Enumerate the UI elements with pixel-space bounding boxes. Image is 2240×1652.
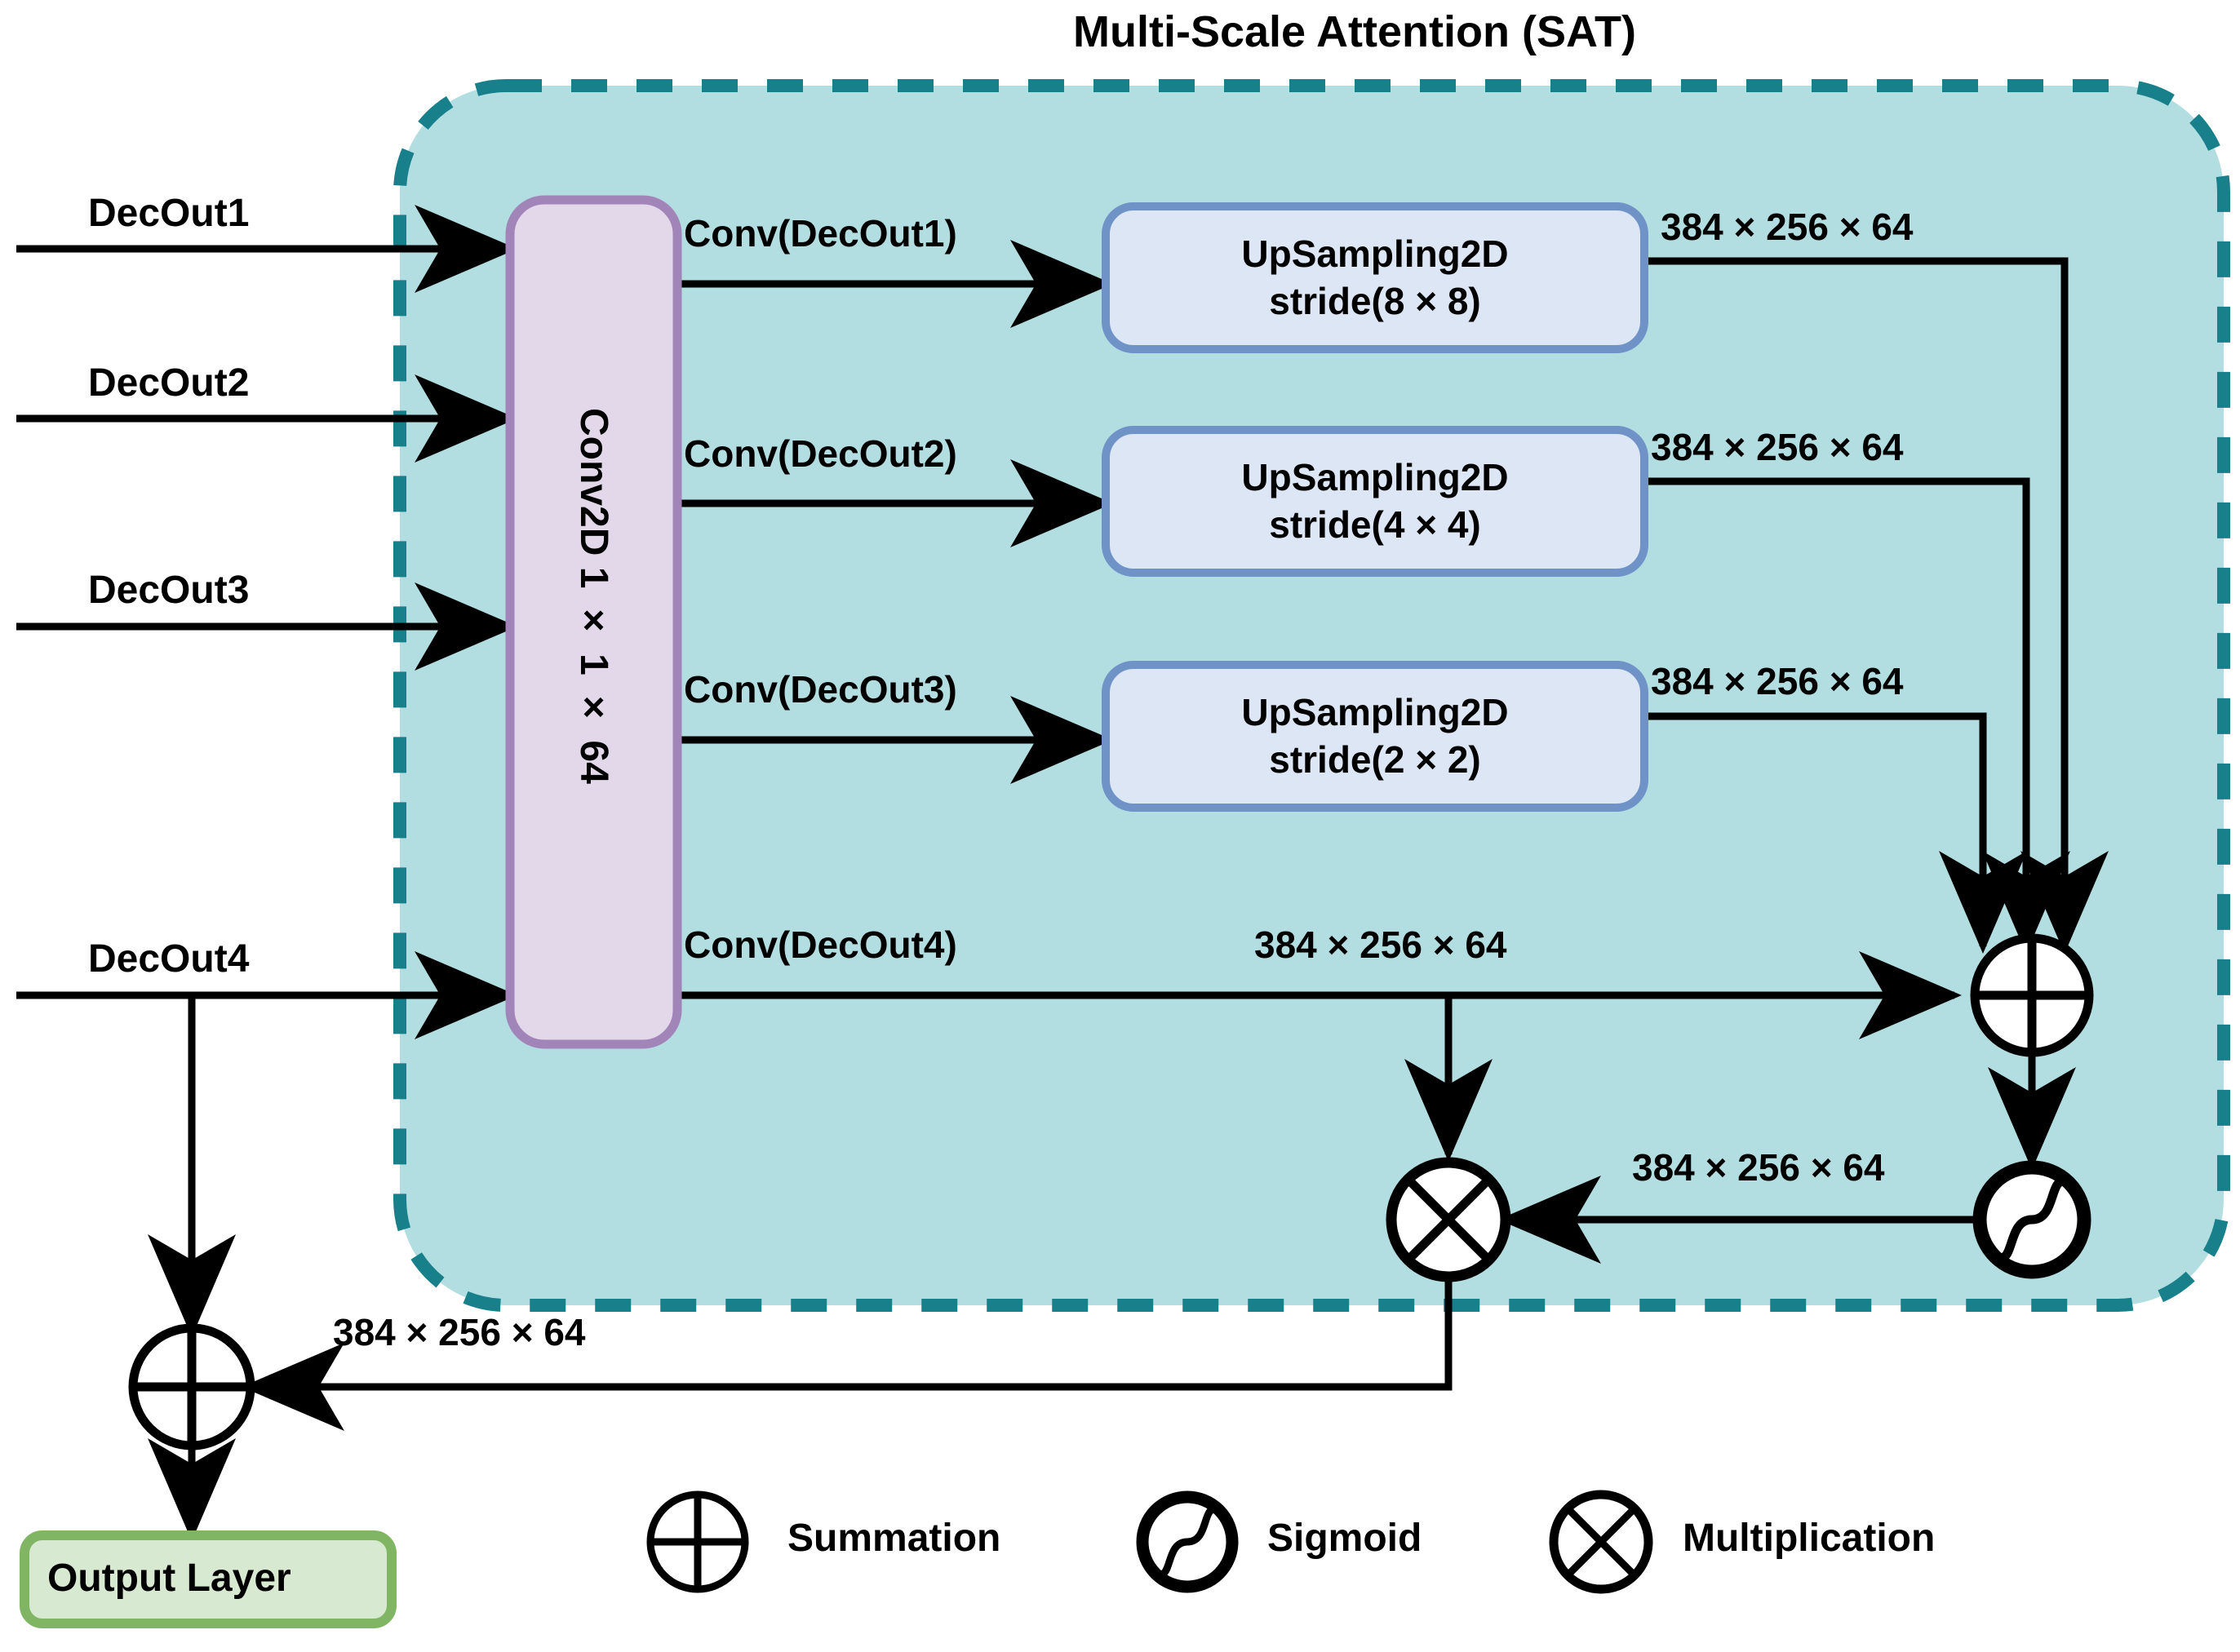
multiplication-node [1386,1157,1511,1282]
dim-label-branch-1: 384 × 256 × 64 [1661,206,1914,248]
page-title: Multi-Scale Attention (SAT) [1073,7,1636,56]
upsampling-block-2 [1102,426,1648,577]
dim-label-sigmoid-out: 384 × 256 × 64 [1632,1146,1885,1189]
output-layer-label: Output Layer [47,1557,291,1600]
dim-label-branch-2: 384 × 256 × 64 [1651,426,1904,468]
sigmoid-node [1972,1160,2091,1279]
edge-label-conv-decout1: Conv(DecOut1) [684,212,957,255]
summation-node [1970,933,2094,1057]
legend-label-summation: Summation [787,1517,1001,1560]
edge-label-conv-decout2: Conv(DecOut2) [684,432,957,475]
dim-label-attention-out: 384 × 256 × 64 [333,1311,586,1353]
conv2d-block [505,195,682,1049]
input-label-decout1: DecOut1 [88,192,250,235]
legend-label-multiplication: Multiplication [1683,1517,1936,1560]
upsampling-block-3 [1102,661,1648,812]
input-label-decout2: DecOut2 [88,361,250,405]
conv2d-block-label: Conv2D 1 × 1 × 64 [572,408,615,784]
input-label-decout3: DecOut3 [88,569,250,612]
legend-summation-icon [646,1490,749,1593]
legend-label-sigmoid: Sigmoid [1267,1517,1422,1560]
input-label-decout4: DecOut4 [88,937,250,981]
edge-label-conv-decout4: Conv(DecOut4) [684,923,957,966]
legend-multiplication-icon [1549,1490,1653,1594]
edge-label-conv-decout3: Conv(DecOut3) [684,668,957,711]
output-summation-node [128,1323,255,1450]
dim-label-branch-3: 384 × 256 × 64 [1651,660,1904,702]
output-layer-box [20,1530,397,1628]
legend-sigmoid-icon [1136,1490,1239,1593]
edge-multiplication-to-output-sum [242,1277,1453,1431]
dim-label-skip: 384 × 256 × 64 [1254,923,1507,966]
upsampling-block-1 [1102,202,1648,353]
edge-upsample1-to-summation [1644,257,2109,954]
edge-upsample2-to-summation [1644,477,2070,954]
edge-upsample3-to-summation [1644,712,2027,954]
